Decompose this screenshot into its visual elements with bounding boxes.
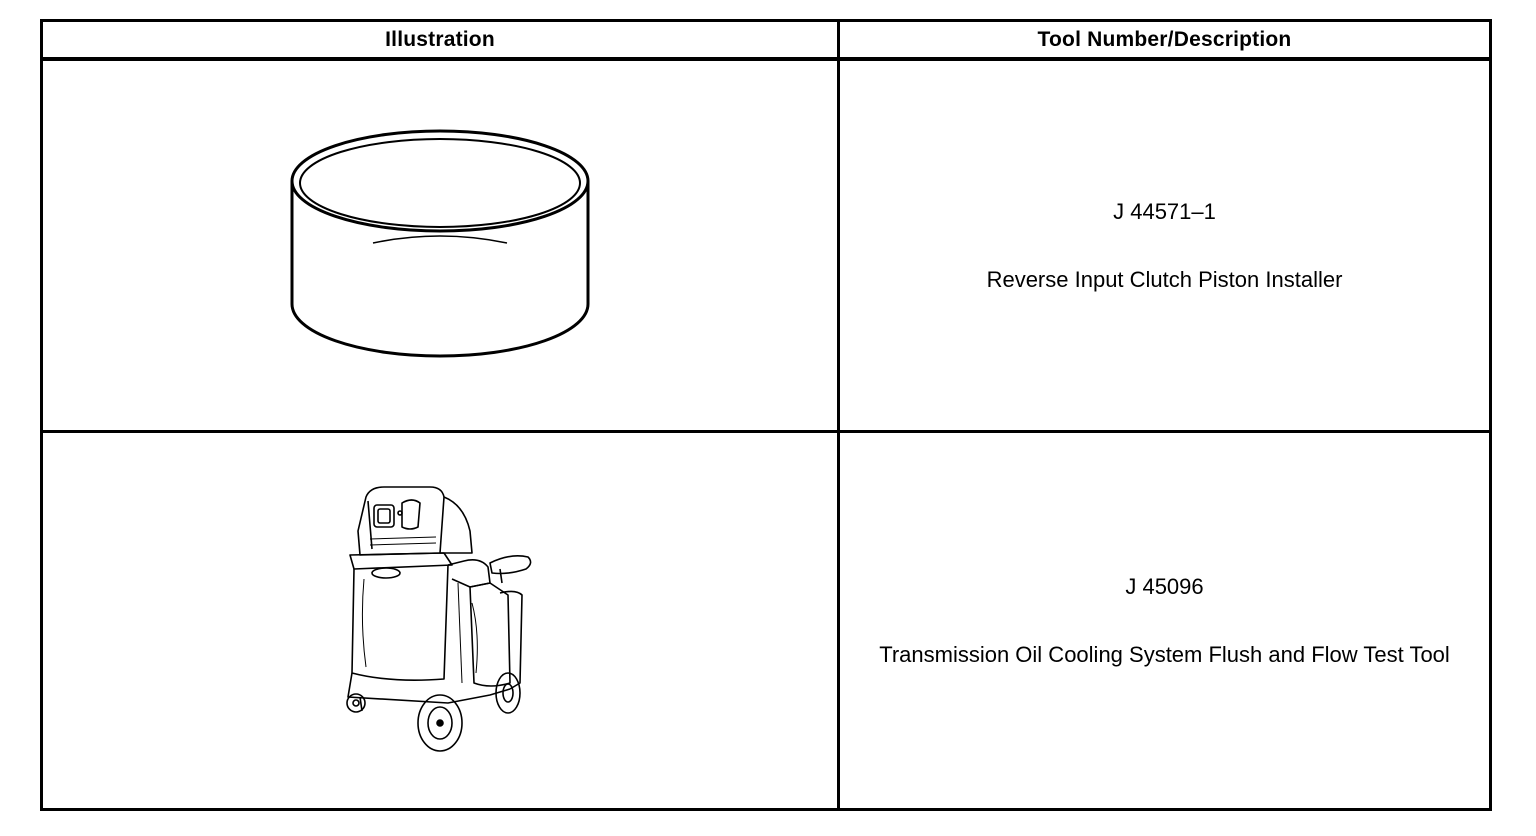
flush-flow-test-cart-icon: [346, 486, 532, 752]
tool-number: J 44571–1: [1113, 198, 1216, 224]
header-illustration-label: Illustration: [385, 27, 495, 51]
row-2-illustration: [43, 433, 840, 808]
row-2-description: J 45096 Transmission Oil Cooling System …: [840, 433, 1489, 808]
header-tool-label: Tool Number/Description: [1037, 27, 1292, 51]
tool-number: J 45096: [1125, 573, 1204, 599]
piston-installer-ring-icon: [290, 129, 590, 357]
tool-description: Transmission Oil Cooling System Flush an…: [879, 641, 1450, 667]
row-1-illustration: [43, 61, 840, 433]
tool-description: Reverse Input Clutch Piston Installer: [986, 266, 1343, 292]
header-tool: Tool Number/Description: [840, 22, 1489, 61]
tool-table: Illustration Tool Number/Description J 4…: [40, 19, 1492, 811]
header-illustration: Illustration: [43, 22, 840, 61]
row-1-description: J 44571–1 Reverse Input Clutch Piston In…: [840, 61, 1489, 433]
